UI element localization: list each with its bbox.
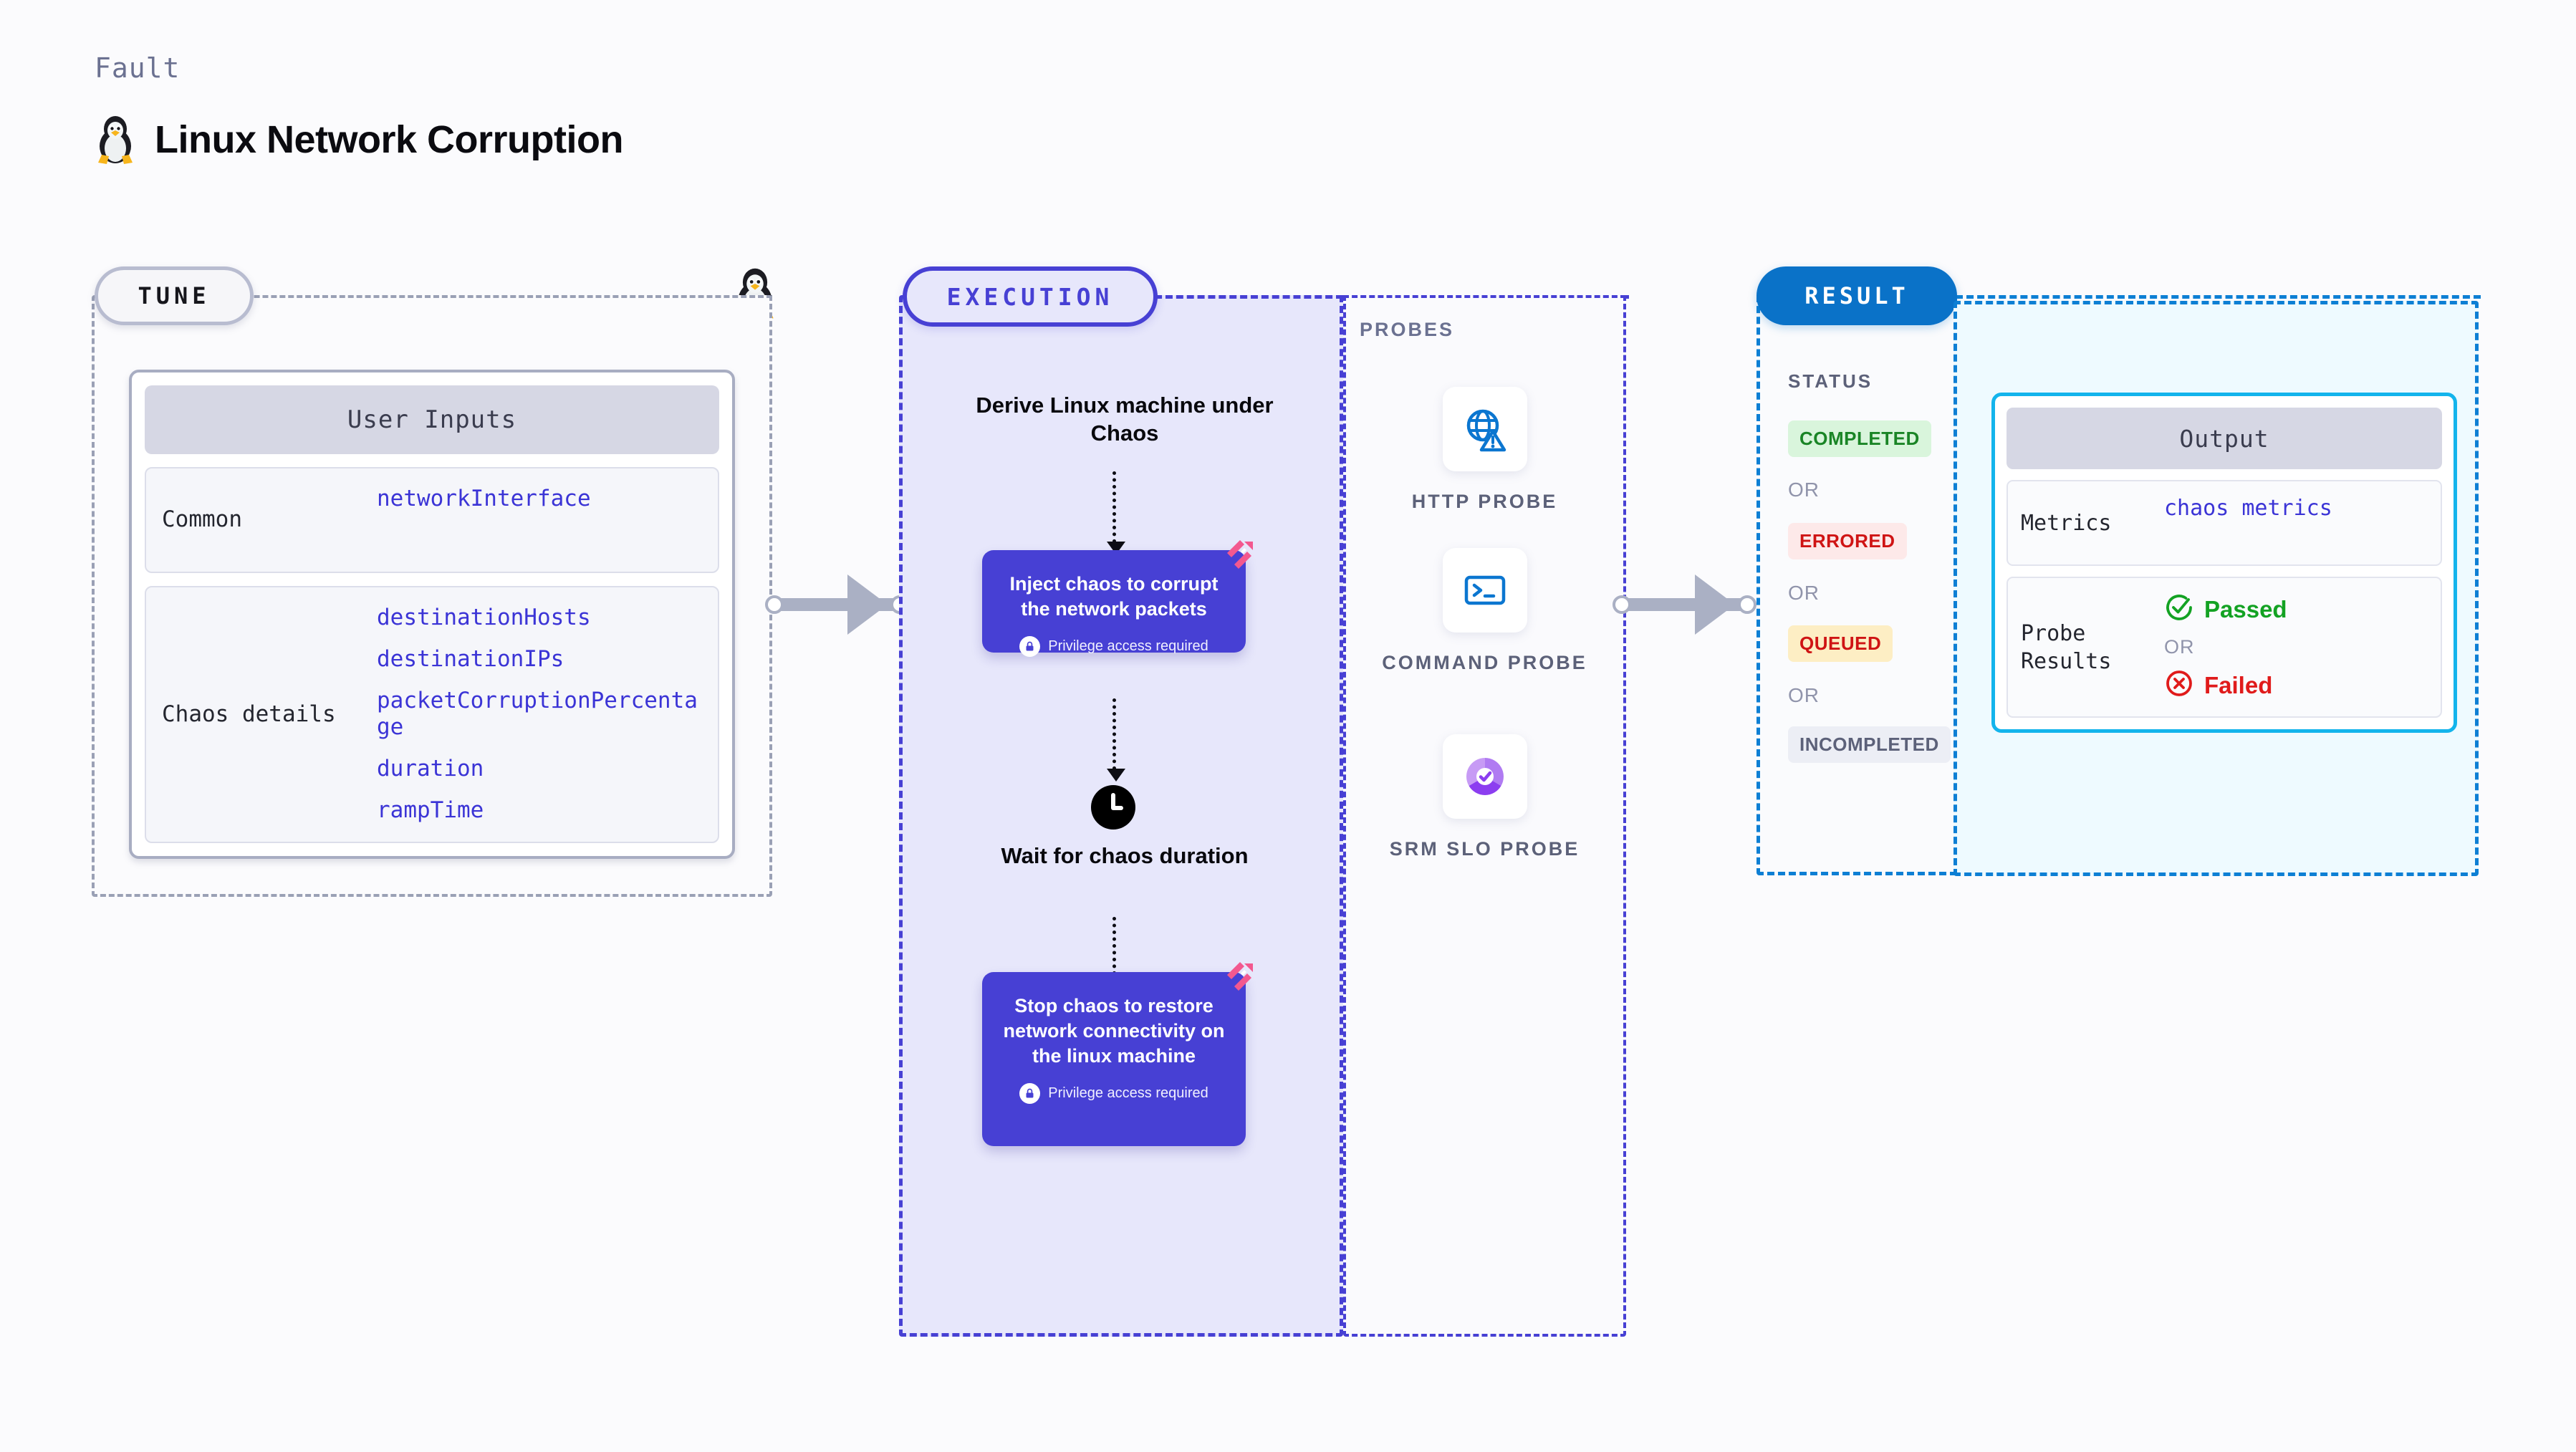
output-probe-results-label: Probe Results — [2021, 620, 2112, 674]
probes-section-label: PROBES — [1360, 319, 1455, 340]
probe-srm-slo[interactable]: SRM SLO PROBE — [1343, 734, 1626, 862]
probe-http[interactable]: HTTP PROBE — [1343, 387, 1626, 514]
probe-command-label: COMMAND PROBE — [1382, 652, 1587, 673]
input-value[interactable]: packetCorruptionPercentage — [377, 687, 698, 741]
output-group-probe-results: Probe Results Passed OR — [2007, 577, 2442, 718]
node-privilege-note: Privilege access required — [1001, 636, 1227, 658]
output-card: Output Metrics chaos metrics Probe Resul… — [1991, 393, 2457, 733]
x-circle-icon — [2164, 668, 2194, 702]
page-title-text: Linux Network Corruption — [155, 118, 623, 161]
node-title: Inject chaos to corrupt the network pack… — [1009, 573, 1219, 620]
output-group-metrics: Metrics chaos metrics — [2007, 480, 2442, 566]
result-header-line — [1956, 295, 2481, 299]
fault-label: Fault — [95, 52, 181, 84]
connector-dot — [765, 595, 784, 614]
probe-http-label: HTTP PROBE — [1411, 491, 1558, 512]
tux-penguin-icon — [95, 115, 136, 165]
input-group-chaos-details: Chaos details destinationHosts destinati… — [145, 586, 719, 843]
probe-result-failed: Failed — [2164, 668, 2428, 702]
input-value[interactable]: rampTime — [377, 797, 484, 824]
tune-pill-label: TUNE — [138, 282, 211, 309]
status-badge-completed: COMPLETED — [1788, 420, 1931, 457]
connector-tune-execution-arrowhead — [847, 574, 888, 635]
output-metrics-value[interactable]: chaos metrics — [2164, 496, 2332, 521]
status-badge-queued: QUEUED — [1788, 625, 1893, 662]
probe-result-passed-text: Passed — [2204, 595, 2287, 622]
input-group-common: Common networkInterface — [145, 467, 719, 573]
harness-logo-icon — [1223, 537, 1256, 574]
input-value[interactable]: networkInterface — [377, 486, 591, 511]
input-value[interactable]: destinationIPs — [377, 645, 564, 672]
input-group-common-label: Common — [162, 506, 242, 533]
tune-pill[interactable]: TUNE — [95, 266, 254, 325]
result-pill-label: RESULT — [1804, 282, 1909, 309]
status-label: STATUS — [1788, 370, 1873, 392]
clock-icon — [1091, 785, 1135, 833]
harness-logo-icon — [1223, 959, 1256, 996]
execution-head-label: Derive Linux machine under Chaos — [976, 393, 1274, 446]
user-inputs-title: User Inputs — [347, 405, 517, 434]
flow-arrow — [1107, 471, 1125, 554]
probe-srm-slo-label: SRM SLO PROBE — [1389, 838, 1580, 860]
output-metrics-label: Metrics — [2021, 510, 2112, 536]
output-title: Output — [2179, 424, 2269, 453]
user-inputs-header: User Inputs — [145, 385, 719, 454]
check-circle-icon — [2164, 592, 2194, 626]
donut-check-icon — [1442, 734, 1527, 819]
node-privilege-text: Privilege access required — [1048, 1085, 1208, 1102]
output-header: Output — [2007, 408, 2442, 469]
node-stop-chaos[interactable]: Stop chaos to restore network connectivi… — [982, 962, 1253, 1146]
execution-pill[interactable]: EXECUTION — [903, 266, 1158, 327]
status-or-label: OR — [1788, 684, 1820, 706]
status-or-label: OR — [1788, 582, 1820, 604]
page-title: Linux Network Corruption — [95, 115, 623, 165]
lock-icon — [1019, 636, 1041, 658]
input-group-chaos-details-label: Chaos details — [162, 701, 336, 727]
probe-command[interactable]: COMMAND PROBE — [1343, 548, 1626, 675]
node-privilege-text: Privilege access required — [1048, 638, 1208, 655]
result-status-panel — [1756, 295, 1957, 875]
connector-dot — [1613, 595, 1631, 614]
input-value[interactable]: duration — [377, 756, 484, 782]
globe-warning-icon — [1442, 387, 1527, 471]
node-title: Stop chaos to restore network connectivi… — [1003, 995, 1225, 1067]
status-or-label: OR — [1788, 479, 1820, 501]
flow-arrow — [1107, 698, 1125, 782]
terminal-icon — [1442, 548, 1527, 633]
input-value[interactable]: destinationHosts — [377, 605, 591, 630]
execution-wait-label: Wait for chaos duration — [1001, 843, 1249, 868]
probe-result-failed-text: Failed — [2204, 671, 2273, 698]
connector-dot — [1738, 595, 1756, 614]
connector-probes-result-arrowhead — [1695, 574, 1735, 635]
lock-icon — [1019, 1083, 1041, 1105]
status-badge-incompleted: INCOMPLETED — [1788, 726, 1951, 763]
probe-result-passed: Passed — [2164, 592, 2428, 626]
result-pill[interactable]: RESULT — [1756, 266, 1957, 325]
user-inputs-card: User Inputs Common networkInterface Chao… — [129, 370, 735, 859]
probe-result-or-label: OR — [2164, 636, 2195, 658]
status-badge-errored: ERRORED — [1788, 523, 1907, 559]
node-privilege-note: Privilege access required — [1001, 1083, 1227, 1105]
execution-pill-label: EXECUTION — [946, 282, 1114, 311]
node-inject-chaos[interactable]: Inject chaos to corrupt the network pack… — [982, 540, 1253, 658]
